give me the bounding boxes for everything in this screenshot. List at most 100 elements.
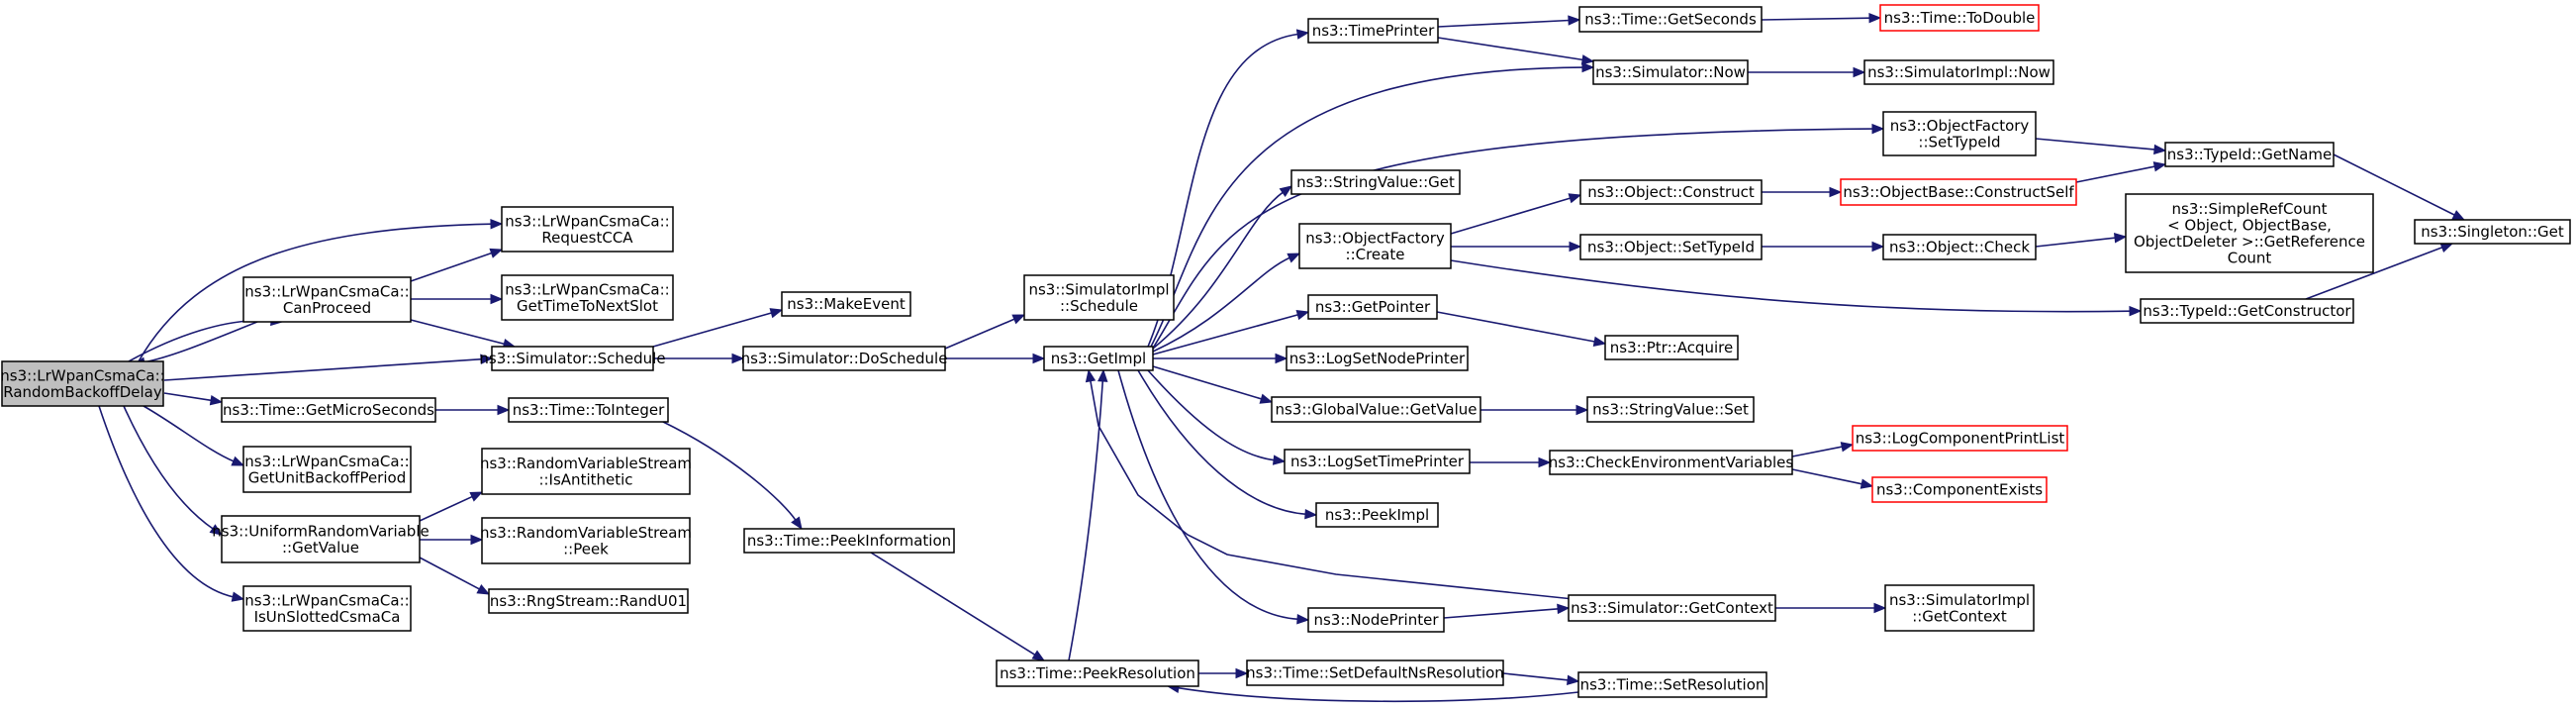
edge-line — [143, 321, 258, 363]
node-root[interactable]: ns3::LrWpanCsmaCa::RandomBackoffDelay — [0, 360, 165, 407]
node-componentexists[interactable]: ns3::ComponentExists — [1871, 476, 2048, 503]
node-canproceed[interactable]: ns3::LrWpanCsmaCa::CanProceed — [242, 276, 412, 323]
edge-ofsettypeid-to-typeidgetname — [2035, 138, 2167, 155]
node-objconstruct[interactable]: ns3::Object::Construct — [1579, 179, 1763, 205]
node-gettimetonextslot[interactable]: ns3::LrWpanCsmaCa::GetTimeToNextSlot — [501, 274, 674, 321]
node-label-line: ns3::Time::SetResolution — [1580, 676, 1765, 694]
node-box — [1863, 59, 2054, 85]
edge-arrowhead — [1538, 456, 1552, 468]
node-label-line: RandomBackoffDelay — [3, 383, 162, 401]
edge-line — [1137, 369, 1307, 516]
node-logcompprintlist[interactable]: ns3::LogComponentPrintList — [1852, 425, 2068, 452]
edge-getmicroseconds-to-tointeger — [435, 404, 511, 416]
node-ofsettypeid[interactable]: ns3::ObjectFactory::SetTypeId — [1882, 111, 2037, 156]
node-simplerefcount[interactable]: ns3::SimpleRefCount< Object, ObjectBase,… — [2125, 193, 2374, 273]
node-label-line: Count — [2228, 249, 2272, 266]
node-globalvalueget[interactable]: ns3::GlobalValue::GetValue — [1271, 396, 1481, 423]
node-setdefaultnsres[interactable]: ns3::Time::SetDefaultNsResolution — [1246, 659, 1504, 686]
node-simimplnow[interactable]: ns3::SimulatorImpl::Now — [1863, 59, 2054, 85]
node-rvspeek[interactable]: ns3::RandomVariableStream::Peek — [480, 517, 692, 564]
edge-line — [1791, 468, 1863, 485]
node-objsettypeid[interactable]: ns3::Object::SetTypeId — [1579, 234, 1763, 260]
edge-constructself-to-typeidgetname — [2075, 161, 2167, 183]
node-simimplschedule[interactable]: ns3::SimulatorImpl::Schedule — [1023, 274, 1175, 321]
node-simnow[interactable]: ns3::Simulator::Now — [1592, 59, 1749, 85]
node-simschedule[interactable]: ns3::Simulator::Schedule — [479, 346, 666, 371]
edge-line — [2075, 165, 2156, 183]
edge-line — [1152, 365, 1263, 400]
node-stringvalueset[interactable]: ns3::StringValue::Set — [1586, 396, 1755, 423]
node-box — [1290, 169, 1461, 195]
node-getmicroseconds[interactable]: ns3::Time::GetMicroSeconds — [221, 397, 436, 423]
node-getunitbackoff[interactable]: ns3::LrWpanCsmaCa::GetUnitBackoffPeriod — [242, 446, 412, 493]
node-getseconds[interactable]: ns3::Time::GetSeconds — [1578, 6, 1763, 33]
node-isunslotted[interactable]: ns3::LrWpanCsmaCa::IsUnSlottedCsmaCa — [242, 585, 412, 632]
edge-line — [2035, 237, 2117, 248]
node-label-line: ::GetValue — [282, 539, 359, 557]
node-timeprinter[interactable]: ns3::TimePrinter — [1307, 18, 1439, 44]
node-label-line: ns3::GlobalValue::GetValue — [1275, 401, 1477, 419]
node-checkenv[interactable]: ns3::CheckEnvironmentVariables — [1549, 450, 1794, 475]
node-constructself[interactable]: ns3::ObjectBase::ConstructSelf — [1840, 178, 2077, 206]
edge-arrowhead — [470, 534, 484, 546]
node-nodeprinter[interactable]: ns3::NodePrinter — [1307, 607, 1445, 633]
node-box — [1307, 607, 1445, 633]
edge-line — [1153, 128, 1874, 348]
node-label-line: GetUnitBackoffPeriod — [248, 468, 406, 486]
node-typeidgetname[interactable]: ns3::TypeId::GetName — [2164, 142, 2335, 167]
node-label-line: ::Schedule — [1060, 297, 1138, 315]
node-randu01[interactable]: ns3::RngStream::RandU01 — [488, 588, 689, 614]
node-label-line: ns3::LrWpanCsmaCa:: — [244, 282, 409, 300]
edge-doschedule-to-getimpl — [945, 353, 1046, 364]
node-ofcreate[interactable]: ns3::ObjectFactory::Create — [1298, 223, 1452, 269]
node-label-line: ns3::MakeEvent — [787, 295, 906, 313]
edge-timeprinter-to-getseconds — [1437, 15, 1581, 28]
node-label-line: ns3::LrWpanCsmaCa:: — [505, 280, 669, 298]
node-logsettimeprinter[interactable]: ns3::LogSetTimePrinter — [1284, 449, 1471, 474]
edge-canproceed-to-root — [132, 321, 258, 367]
node-getimpl[interactable]: ns3::GetImpl — [1043, 346, 1154, 371]
node-getpointer[interactable]: ns3::GetPointer — [1307, 294, 1438, 320]
node-singletonget[interactable]: ns3::Singleton::Get — [2414, 219, 2571, 245]
node-label-line: ns3::SimulatorImpl — [1028, 280, 1169, 298]
node-ptracquire[interactable]: ns3::Ptr::Acquire — [1604, 335, 1739, 360]
node-simimplgetcontext[interactable]: ns3::SimulatorImpl::GetContext — [1884, 584, 2035, 632]
node-label-line: ns3::PeekImpl — [1325, 506, 1429, 524]
node-label-line: ns3::Time::ToInteger — [513, 401, 665, 419]
node-box — [1884, 584, 2035, 632]
node-peekresolution[interactable]: ns3::Time::PeekResolution — [996, 659, 1199, 687]
node-setresolution[interactable]: ns3::Time::SetResolution — [1577, 671, 1767, 698]
node-doschedule[interactable]: ns3::Simulator::DoSchedule — [741, 346, 948, 371]
edge-arrowhead — [1592, 336, 1607, 348]
edge-arrowhead — [1272, 455, 1287, 465]
node-typeidgetconstructor[interactable]: ns3::TypeId::GetConstructor — [2140, 298, 2354, 324]
edge-line — [1436, 311, 1596, 343]
edge-line — [410, 252, 493, 282]
node-makeevent[interactable]: ns3::MakeEvent — [781, 291, 911, 317]
node-box — [2414, 219, 2571, 245]
node-objcheck[interactable]: ns3::Object::Check — [1882, 234, 2037, 260]
node-todouble[interactable]: ns3::Time::ToDouble — [1879, 4, 2040, 32]
edge-arrowhead — [497, 404, 511, 416]
node-box — [1043, 346, 1154, 371]
node-peekimpl[interactable]: ns3::PeekImpl — [1315, 502, 1439, 528]
edge-line — [1791, 446, 1844, 457]
edge-arrowhead — [1097, 368, 1108, 382]
node-isantithetic[interactable]: ns3::RandomVariableStream::IsAntithetic — [480, 448, 692, 495]
node-stringvalueget[interactable]: ns3::StringValue::Get — [1290, 169, 1461, 195]
node-peekinformation[interactable]: ns3::Time::PeekInformation — [743, 528, 955, 554]
edge-line — [870, 552, 1036, 657]
node-label-line: ::GetContext — [1912, 607, 2007, 625]
node-tointeger[interactable]: ns3::Time::ToInteger — [508, 397, 669, 423]
edge-arrowhead — [480, 354, 494, 364]
node-box — [1023, 274, 1175, 321]
node-label-line: ns3::Simulator::DoSchedule — [741, 350, 948, 367]
node-box — [1271, 396, 1481, 423]
edge-arrowhead — [1829, 186, 1843, 198]
node-logsetnodeprinter[interactable]: ns3::LogSetNodePrinter — [1286, 346, 1469, 371]
node-simgetcontext[interactable]: ns3::Simulator::GetContext — [1568, 594, 1776, 622]
node-urvgetvalue[interactable]: ns3::UniformRandomVariable::GetValue — [212, 515, 429, 563]
node-label-line: ns3::ObjectFactory — [1305, 229, 1445, 247]
node-requestcca[interactable]: ns3::LrWpanCsmaCa::RequestCCA — [501, 206, 674, 253]
edge-line — [1177, 686, 1579, 703]
